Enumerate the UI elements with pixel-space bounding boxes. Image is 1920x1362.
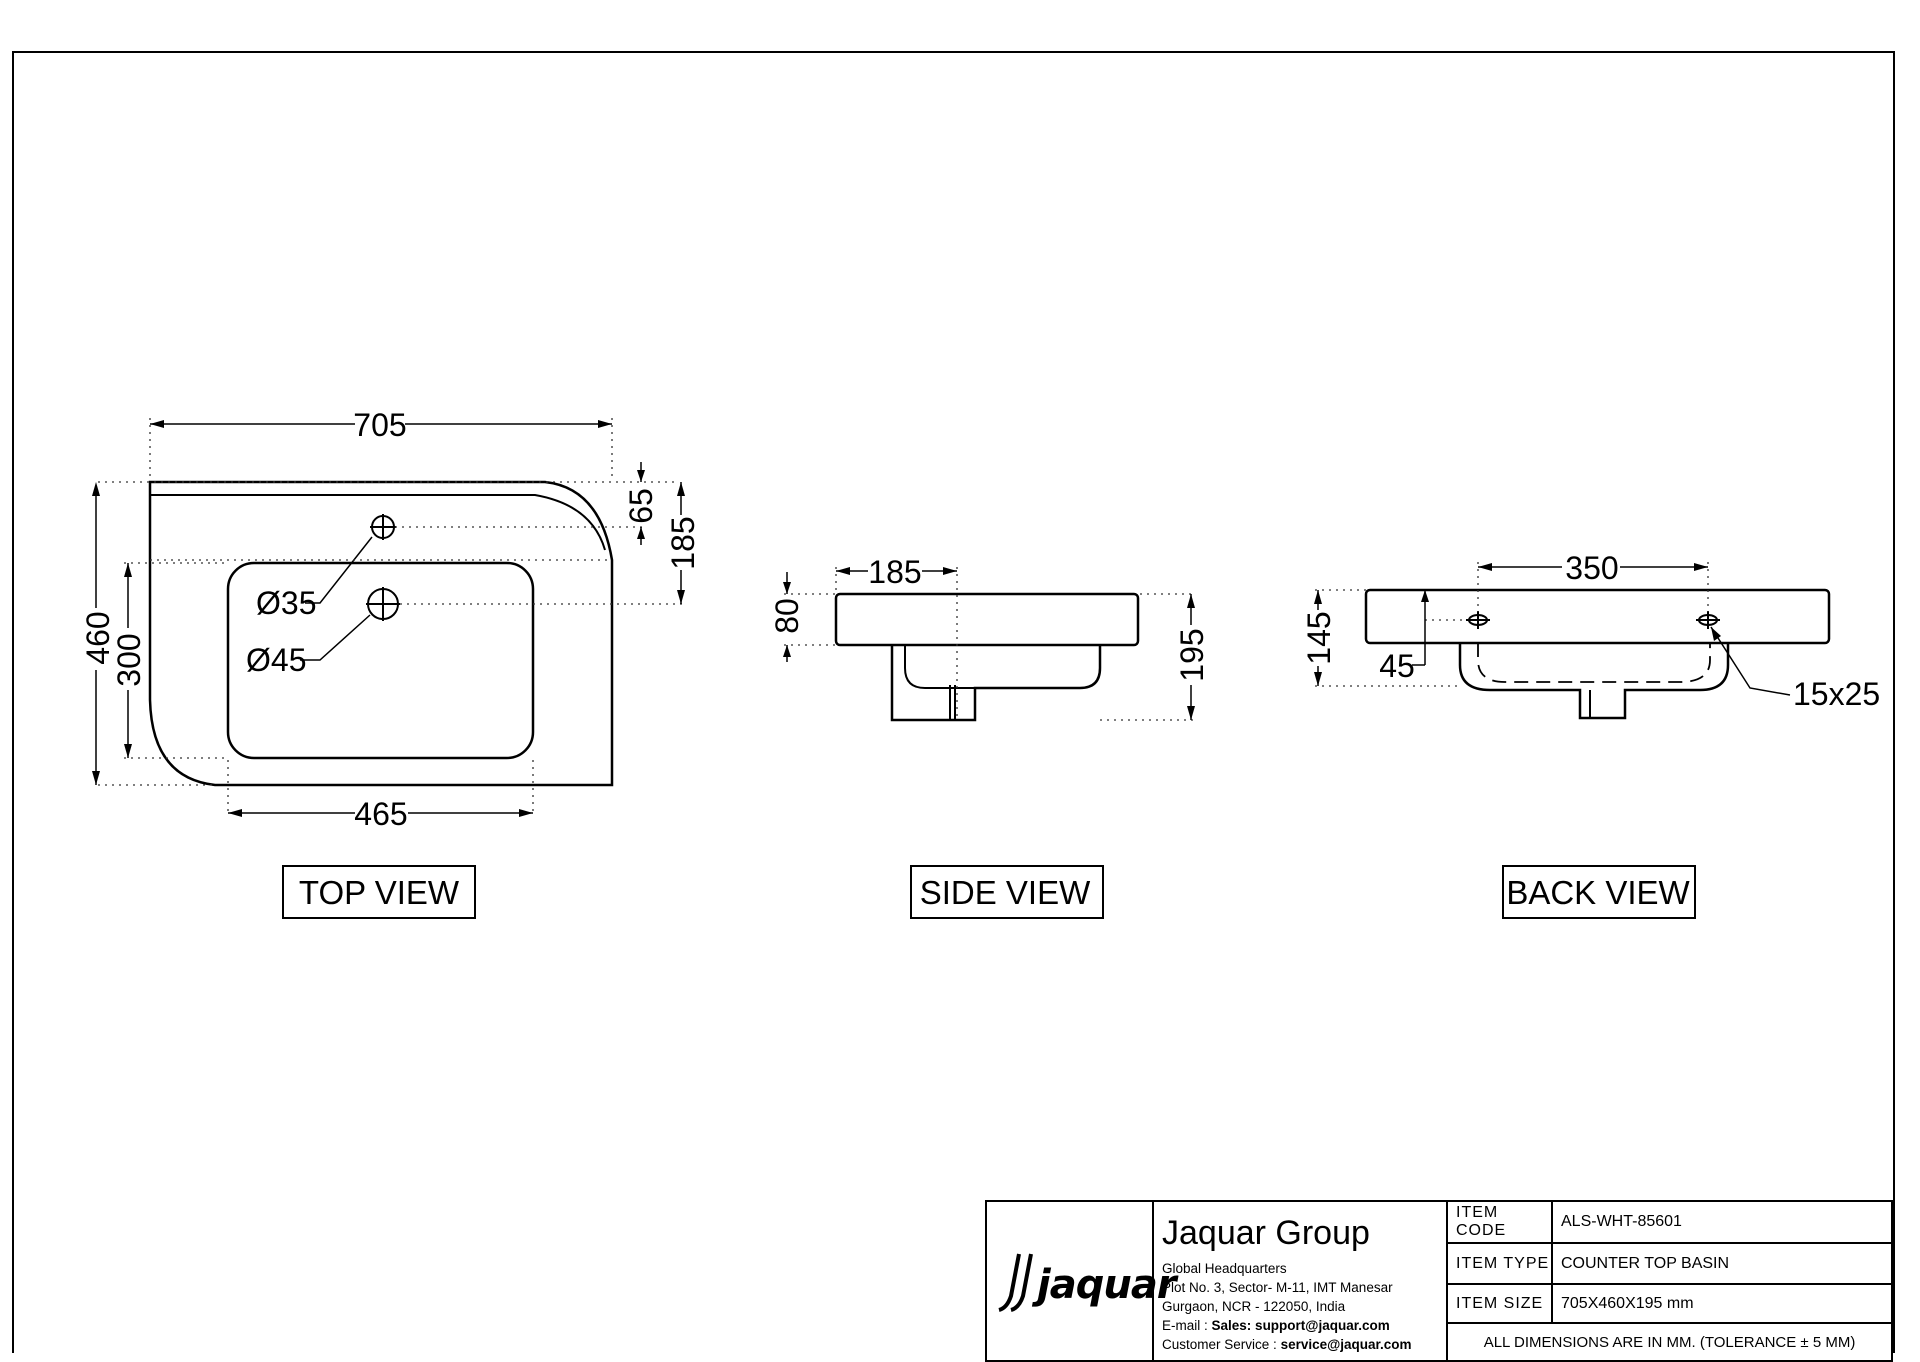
spec-key: ITEM SIZE xyxy=(1448,1285,1553,1322)
dim-top-depth: 460 xyxy=(80,611,116,664)
spec-value: 705X460X195 mm xyxy=(1561,1294,1694,1312)
dim-side-rim: 80 xyxy=(769,598,805,634)
service-value: service@jaquar.com xyxy=(1280,1337,1412,1352)
spec-value: ALS-WHT-85601 xyxy=(1561,1213,1682,1230)
dim-top-offset: 65 xyxy=(623,488,659,524)
dim-back-slot: 15x25 xyxy=(1793,676,1880,712)
email-line: E-mail : Sales: support@jaquar.com xyxy=(1162,1316,1446,1335)
dim-side-height: 195 xyxy=(1174,628,1210,681)
dim-top-hole-offset: 185 xyxy=(665,516,701,569)
dim-top-hole2: Ø45 xyxy=(246,642,306,678)
tolerance-note: ALL DIMENSIONS ARE IN MM. (TOLERANCE ± 5… xyxy=(1483,1333,1856,1351)
sheet-border xyxy=(12,51,1895,1353)
side-view-label-box xyxy=(910,865,1104,919)
back-view-hidden-bowl xyxy=(1477,643,1711,683)
address-line: Plot No. 3, Sector- M-11, IMT Manesar xyxy=(1162,1280,1393,1295)
dim-side-top-width: 185 xyxy=(868,554,921,590)
dim-top-width: 705 xyxy=(353,407,406,443)
address-line: Gurgaon, NCR - 122050, India xyxy=(1162,1299,1346,1314)
logo-cell: jaquar xyxy=(987,1202,1177,1360)
side-view: 185 80 195 SIDE VIEW xyxy=(769,554,1210,919)
company-name: Jaquar Group xyxy=(1162,1214,1370,1252)
back-view-label-box xyxy=(1502,865,1696,919)
top-view-bowl xyxy=(226,561,535,760)
company-cell: Jaquar Group Global Headquarters Plot No… xyxy=(1154,1202,1448,1360)
spec-row-item-code: ITEM CODE ALS-WHT-85601 xyxy=(1448,1202,1891,1244)
spec-key: ITEM CODE xyxy=(1448,1202,1553,1242)
dim-back-spacing: 350 xyxy=(1565,550,1618,586)
title-block: jaquar Jaquar Group Global Headquarters … xyxy=(985,1200,1893,1362)
address-line: Global Headquarters xyxy=(1162,1261,1287,1276)
top-view-label-box xyxy=(282,865,476,919)
fixing-slot-right-icon xyxy=(1696,611,1720,629)
logo-text: jaquar xyxy=(1037,1262,1177,1308)
back-view-bowl xyxy=(1458,643,1730,720)
spec-key: ITEM TYPE xyxy=(1448,1244,1553,1283)
tap-hole-large-icon xyxy=(366,587,400,621)
side-view-bowl xyxy=(890,645,1102,722)
dim-top-bowl-width: 465 xyxy=(354,796,407,832)
dim-back-slot-pos: 45 xyxy=(1379,648,1415,684)
dim-back-height: 145 xyxy=(1301,611,1337,664)
fixing-slot-left-icon xyxy=(1466,611,1490,629)
side-view-rim xyxy=(834,592,1140,647)
spec-row-item-size: ITEM SIZE 705X460X195 mm xyxy=(1448,1285,1891,1324)
back-view: 350 145 45 15x25 BACK VIEW xyxy=(1301,550,1880,919)
top-view: 705 65 185 460 300 465 Ø35 Ø45 TOP VIEW xyxy=(80,407,701,919)
top-view-outline xyxy=(148,480,614,787)
dim-top-bowl-depth: 300 xyxy=(111,633,147,686)
dim-top-hole1: Ø35 xyxy=(256,585,316,621)
top-view-label: TOP VIEW xyxy=(299,874,460,911)
back-view-label: BACK VIEW xyxy=(1506,874,1690,911)
spec-value: COUNTER TOP BASIN xyxy=(1561,1254,1730,1272)
service-line: Customer Service : service@jaquar.com xyxy=(1162,1335,1446,1354)
service-label: Customer Service : xyxy=(1162,1337,1277,1352)
spec-cell: ITEM CODE ALS-WHT-85601 ITEM TYPE COUNTE… xyxy=(1448,1202,1891,1360)
email-label: E-mail : xyxy=(1162,1318,1208,1333)
tap-hole-small-icon xyxy=(370,514,396,540)
jaquar-logo-icon xyxy=(998,1253,1033,1312)
email-value: Sales: support@jaquar.com xyxy=(1211,1318,1390,1333)
back-view-rim xyxy=(1364,588,1831,645)
side-view-label: SIDE VIEW xyxy=(920,874,1091,911)
spec-row-item-type: ITEM TYPE COUNTER TOP BASIN xyxy=(1448,1244,1891,1285)
